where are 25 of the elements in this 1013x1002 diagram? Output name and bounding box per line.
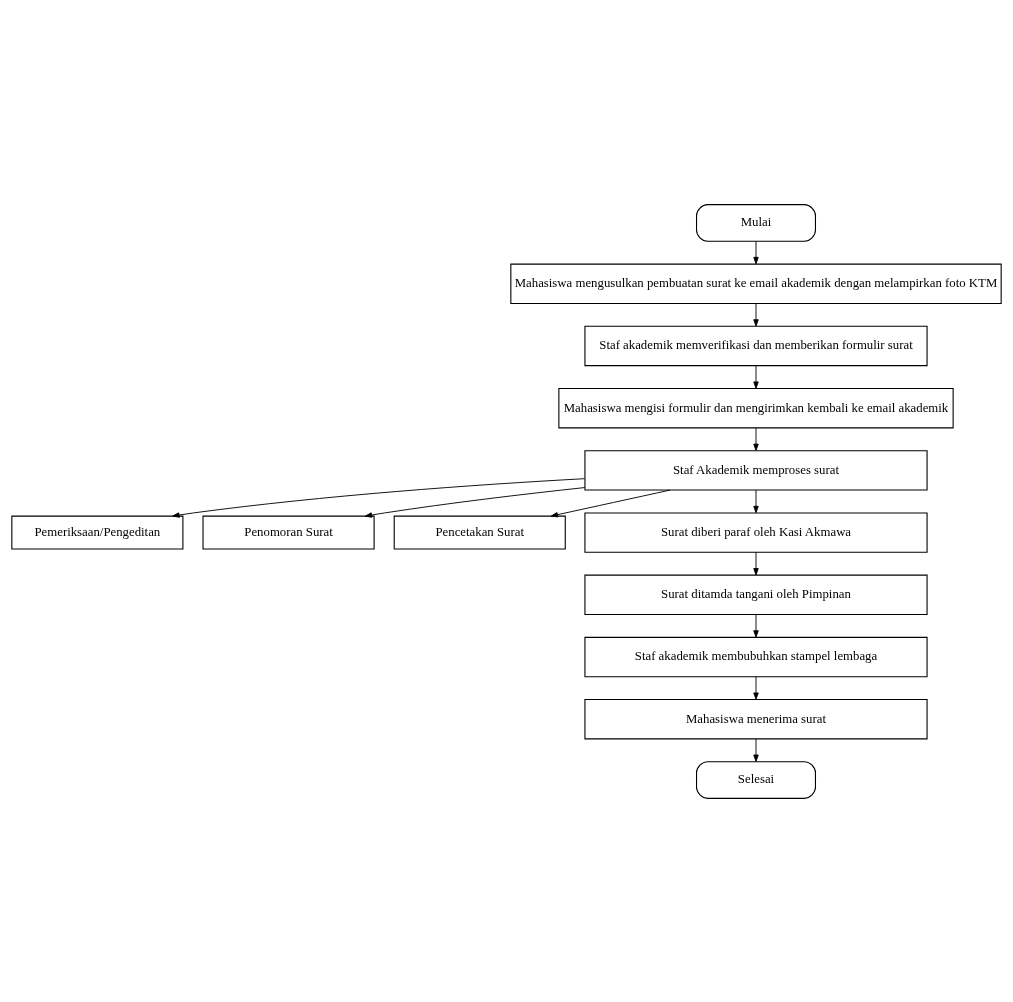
node-box: Surat ditamda tangani oleh Pimpinan bbox=[584, 574, 928, 615]
arrow bbox=[753, 738, 759, 762]
arrow bbox=[550, 489, 671, 517]
arrow bbox=[753, 613, 759, 638]
node-box: Staf Akademik memproses surat bbox=[584, 449, 928, 491]
arrow bbox=[753, 551, 759, 575]
node-box: Staf akademik membubuhkan stampel lembaga bbox=[584, 636, 928, 677]
arrow bbox=[753, 240, 759, 264]
node-box: Selesai bbox=[696, 760, 816, 799]
node-box: Staf akademik memverifikasi dan memberikan formulir surat bbox=[584, 325, 928, 366]
node-box: Mahasiswa menerima surat bbox=[584, 698, 928, 739]
node-box: Mulai bbox=[696, 203, 816, 242]
node-box: Penomoran Surat bbox=[202, 515, 375, 550]
node-box: Surat diberi paraf oleh Kasi Akmawa bbox=[584, 511, 928, 553]
arrow bbox=[753, 675, 759, 700]
node-box: Pencetakan Surat bbox=[393, 515, 566, 550]
node-box: Mahasiswa mengisi formulir dan mengirimkan kembali ke email akademik bbox=[558, 387, 954, 428]
arrow bbox=[364, 486, 586, 518]
node-box: Pemeriksaan/Pengeditan bbox=[11, 515, 184, 550]
arrow bbox=[753, 426, 759, 451]
arrow bbox=[753, 489, 759, 513]
node-box: Mahasiswa mengusulkan pembuatan surat ke email akademik dengan melampirkan foto KTM bbox=[510, 263, 1002, 304]
arrow bbox=[753, 302, 759, 327]
arrow bbox=[753, 364, 759, 389]
arrow bbox=[172, 477, 586, 518]
